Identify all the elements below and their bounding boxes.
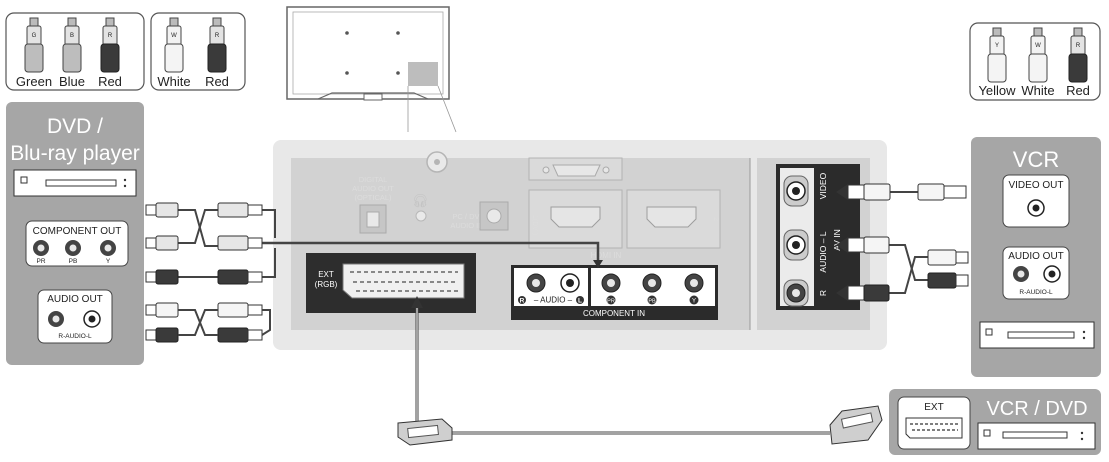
component-out-port-label: PB (69, 258, 78, 265)
tv-outline-icon (286, 6, 457, 133)
vcr-audio-out-title: AUDIO OUT (1008, 251, 1064, 262)
ext-rgb-port: EXT (RGB) (306, 253, 476, 313)
hdmi-in-label: HDMI IN (591, 251, 622, 260)
component-port-label: Y (692, 299, 696, 305)
audio-cable (178, 309, 271, 336)
av-audio-l-label: AUDIO – L (818, 231, 828, 272)
vcr-device: VCR VIDEO OUT AUDIO OUT R-AUDIO-L (971, 137, 1101, 377)
vcr-audio-out-sub: R-AUDIO-L (1019, 289, 1053, 296)
arrow-head-icon (593, 260, 603, 268)
scart-plug-right (829, 405, 883, 445)
legend-label-white: White (1021, 83, 1054, 98)
vcr-plugs (836, 183, 969, 302)
legend-label-green: Green (16, 74, 52, 89)
component-out-title: COMPONENT OUT (33, 226, 122, 237)
dvd-bluray-device: DVD / Blu-ray player COMPONENT OUT PR PB… (6, 102, 144, 365)
dvd-audio-out-sub: R-AUDIO-L (58, 333, 92, 340)
plug-tip-label: Y (995, 43, 999, 49)
scart-cable (397, 296, 883, 446)
plug-icon (207, 17, 227, 73)
legend-label-red: Red (98, 74, 122, 89)
plug-icon (1068, 27, 1088, 83)
pc-dvi-label: AUDIO IN (450, 221, 483, 230)
vcr-dvd-title: VCR / DVD (986, 398, 1087, 420)
plug-tip-label: R (1076, 43, 1081, 49)
audio-l-label: L (578, 298, 582, 305)
hdmi-port-label: 2 (712, 217, 719, 221)
vcr-video-out-panel: VIDEO OUT (1002, 174, 1070, 228)
plug-icon (62, 17, 82, 73)
av-audio-r-label: R (818, 290, 828, 296)
vcr-player-icon (979, 321, 1095, 349)
vcr-video-out-title: VIDEO OUT (1008, 180, 1063, 191)
plug-icon (24, 17, 44, 73)
plug-icon (164, 17, 184, 73)
plug-icon (1028, 27, 1048, 83)
cable-legend-composite: Y W R Yellow White Red (969, 22, 1101, 101)
plug-icon (100, 17, 120, 73)
plug-icon (987, 27, 1007, 83)
vcr-audio-out-panel: AUDIO OUT R-AUDIO-L (1002, 246, 1070, 300)
rca-plug-right (217, 202, 263, 343)
dvd-title-line2: Blu-ray player (10, 142, 140, 165)
arrow-head-icon (411, 296, 423, 308)
tv-rear-panel: DIGITAL AUDIO OUT (OPTICAL) 🎧︎ PC / DVI … (273, 140, 887, 350)
plug-tip-label: G (32, 33, 37, 39)
plug-tip-label: R (215, 33, 220, 39)
pc-dvi-label: PC / DVI (452, 212, 481, 221)
vcr-dvd-device: VCR / DVD EXT (889, 389, 1101, 455)
component-in-label: COMPONENT IN (583, 309, 645, 318)
legend-label-red: Red (1066, 83, 1090, 98)
plug-tip-label: B (70, 33, 74, 39)
hdmi-port-2: 2 (626, 189, 721, 249)
legend-label-blue: Blue (59, 74, 85, 89)
pc-dvi-audio-in-port: PC / DVI AUDIO IN (450, 201, 509, 231)
dvd-audio-out-title: AUDIO OUT (47, 294, 103, 305)
player-icon (13, 169, 137, 197)
legend-label-red: Red (205, 74, 229, 89)
digital-audio-label: AUDIO OUT (352, 184, 394, 193)
cable-legend-audio: W R White Red (150, 12, 246, 91)
component-in-block: R – AUDIO – L PR PB Y COMPONENT IN (511, 265, 718, 320)
component-cable (178, 209, 600, 278)
headphone-icon: 🎧︎ (412, 193, 429, 208)
legend-label-white: White (157, 74, 190, 89)
scart-plug-left (397, 418, 453, 446)
av-video-label: VIDEO (818, 172, 828, 199)
audio-row-label: – AUDIO – (534, 296, 573, 305)
hdmi-port-1: 1(DVI) (528, 189, 623, 249)
component-port-label: PR (607, 299, 615, 305)
scart-out-panel: EXT (897, 396, 971, 450)
plug-tip-label: W (171, 33, 177, 39)
digital-audio-out-port: DIGITAL AUDIO OUT (OPTICAL) (352, 175, 394, 234)
composite-cable (889, 191, 928, 294)
vcr-title: VCR (1013, 147, 1059, 172)
rca-plug-left (145, 202, 179, 343)
component-port-label: PB (648, 299, 656, 305)
plug-tip-label: R (108, 33, 113, 39)
cable-legend-component: G B R Green Blue Red (5, 12, 145, 91)
ext-rgb-label: (RGB) (315, 280, 338, 289)
hdmi-port-label: 1(DVI) (531, 215, 538, 235)
dvd-audio-out-panel: AUDIO OUT R-AUDIO-L (37, 289, 113, 344)
ext-rgb-label: EXT (318, 270, 334, 279)
dvd-title-line1: DVD / (47, 115, 103, 138)
vcr-dvd-player-icon (977, 422, 1096, 450)
component-out-port-label: Y (106, 258, 111, 265)
av-in-label: AV IN (832, 229, 842, 251)
plug-tip-label: W (1035, 43, 1041, 49)
legend-label-yellow: Yellow (978, 83, 1016, 98)
ext-label: EXT (924, 402, 943, 413)
component-out-panel: COMPONENT OUT PR PB Y (25, 220, 129, 267)
digital-audio-label: DIGITAL (359, 175, 388, 184)
audio-r-label: R (520, 298, 525, 305)
vga-port (528, 157, 623, 181)
component-out-port-label: PR (36, 258, 45, 265)
digital-audio-label: (OPTICAL) (354, 193, 392, 202)
